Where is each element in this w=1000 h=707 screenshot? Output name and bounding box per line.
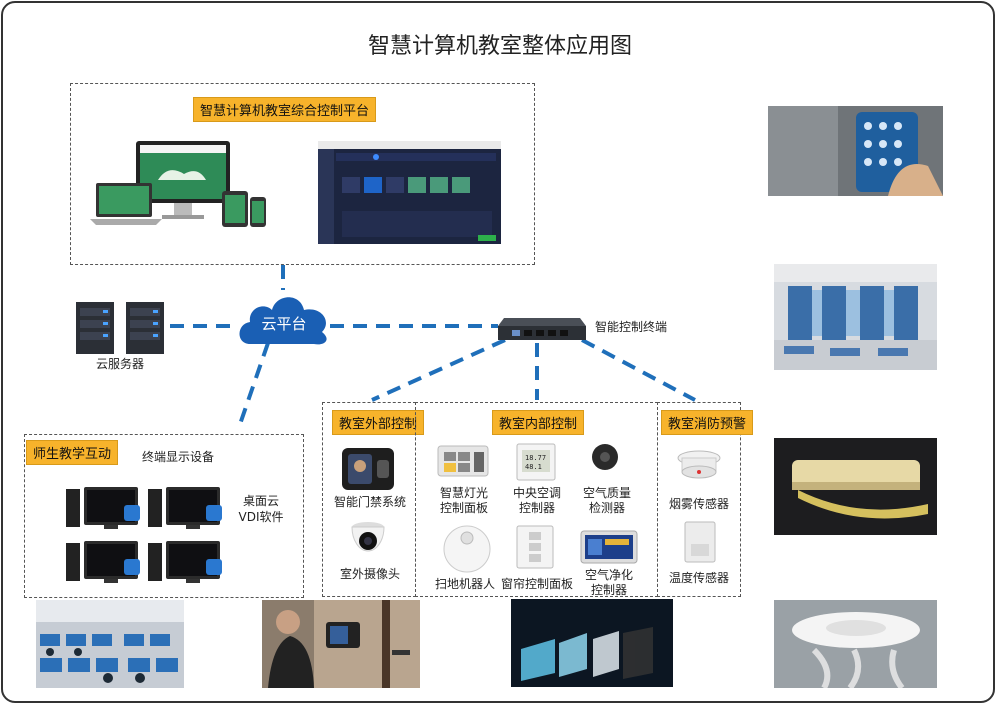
ac-readout-1: 18.77 <box>525 454 546 462</box>
central-ac-controller-icon: 18.77 48.1 <box>516 443 556 481</box>
internal-tag: 教室内部控制 <box>492 410 585 435</box>
lighting-panel-icon <box>437 445 489 477</box>
lighting-panel-label-1: 智慧灯光 <box>439 486 488 500</box>
vdi-label-2: VDI软件 <box>238 510 284 524</box>
line-cloud-teaching <box>236 342 270 431</box>
control-platform-screenshot <box>318 141 501 244</box>
smart-terminal-device <box>498 318 586 340</box>
central-ac-label-2: 控制器 <box>518 501 555 515</box>
smoke-detector-photo <box>774 600 937 688</box>
sweeping-robot-label: 扫地机器人 <box>434 577 495 591</box>
fire-tag: 教室消防预警 <box>661 410 754 435</box>
curtain-panel-label: 窗帘控制面板 <box>500 577 573 591</box>
fire-warning-box <box>657 402 741 597</box>
vdi-label-1: 桌面云 <box>242 494 279 508</box>
diagram-title: 智慧计算机教室整体应用图 <box>367 34 632 59</box>
cloud-icon <box>239 297 327 345</box>
cloud-server-icon <box>76 302 164 354</box>
air-purification-photo <box>511 599 673 687</box>
classroom-photo <box>774 264 937 370</box>
responsive-devices-illustration <box>90 141 266 227</box>
curtain-panel-icon <box>516 525 554 569</box>
ac-readout-2: 48.1 <box>525 463 542 471</box>
outdoor-camera-label: 室外摄像头 <box>339 567 400 581</box>
computer-terminals-illustration <box>66 487 222 583</box>
teaching-box <box>24 434 304 598</box>
access-control-icon <box>342 448 394 490</box>
air-conditioner-photo <box>774 438 937 535</box>
outdoor-camera-icon <box>351 522 385 552</box>
teaching-tag: 师生教学互动 <box>26 440 119 465</box>
tablet-control-photo <box>768 106 943 196</box>
smoke-sensor-icon <box>677 450 721 479</box>
sweeping-robot-icon <box>443 525 491 573</box>
air-purifier-label-1: 空气净化 <box>584 568 633 582</box>
air-quality-detector-icon <box>592 444 618 470</box>
display-device-label: 终端显示设备 <box>142 450 215 464</box>
temperature-sensor-icon <box>684 521 716 563</box>
air-purifier-label-2: 控制器 <box>590 583 627 597</box>
access-control-label: 智能门禁系统 <box>333 495 406 509</box>
external-tag: 教室外部控制 <box>332 410 425 435</box>
servers-label: 云服务器 <box>95 357 144 371</box>
smoke-sensor-label: 烟雾传感器 <box>668 497 729 511</box>
line-terminal-fire <box>581 338 696 402</box>
line-terminal-external <box>371 338 506 402</box>
face-recognition-photo <box>262 600 420 688</box>
computer-lab-photo <box>36 600 184 688</box>
air-purifier-controller-icon <box>580 530 638 564</box>
central-ac-label-1: 中央空调 <box>512 486 561 500</box>
air-quality-label-1: 空气质量 <box>582 486 631 500</box>
temperature-sensor-label: 温度传感器 <box>668 571 729 585</box>
platform-tag: 智慧计算机教室综合控制平台 <box>193 97 377 122</box>
lighting-panel-label-2: 控制面板 <box>439 501 488 515</box>
terminal-label: 智能控制终端 <box>595 320 668 334</box>
platform-box <box>70 83 535 265</box>
air-quality-label-2: 检测器 <box>588 501 625 515</box>
cloud-label: 云平台 <box>261 315 307 333</box>
